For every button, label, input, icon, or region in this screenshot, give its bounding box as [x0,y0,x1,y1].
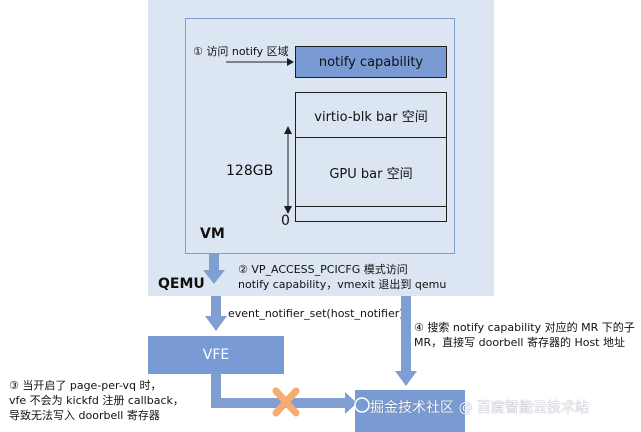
vfe-to-host-path [211,398,346,408]
event-notifier-label: event_notifier_set(host_notifier) [228,307,404,320]
gpu-bar-label: GPU bar 空间 [329,166,413,182]
qemu-label: QEMU [158,276,205,292]
memory-base-block [295,206,447,222]
step3-label-line1: ③ 当开启了 page-per-vq 时， [9,379,162,392]
step1-label: ① 访问 notify 区域 [193,45,289,58]
step3-label-line2: vfe 不会为 kickfd 注册 callback， [9,394,184,407]
gpu-bar-block: GPU bar 空间 [295,137,447,207]
size-arrow-bottom-head [284,206,292,214]
virtio-blk-bar-label: virtio-blk bar 空间 [314,109,428,125]
vm-to-qemu-arrow-head [203,270,225,284]
memory-zero-label: 0 [281,213,290,229]
qemu-to-vfe-arrow-shaft [211,296,221,318]
step4-label-line1: ④ 搜索 notify capability 对应的 MR 下的子 [414,321,635,334]
step2-label-line1: ② VP_ACCESS_PCICFG 模式访问 [238,263,408,276]
notify-capability-label: notify capability [318,54,424,70]
failure-x-icon [272,387,300,417]
step4-arrow-shaft [401,296,411,372]
step4-label-line2: MR，直接写 doorbell 寄存器的 Host 地址 [414,336,625,349]
vfe-block: VFE [148,336,284,374]
qemu-to-vfe-arrow-head [205,316,227,331]
watermark: 掘金技术社区 @ 百度智能云技术站 [370,400,589,416]
vm-to-qemu-arrow-shaft [209,254,219,271]
vfe-down-path [211,374,221,408]
vfe-label: VFE [202,347,230,363]
watermark-logo-icon [354,397,370,413]
vfe-to-host-arrow-head [345,392,357,414]
notify-capability-block: notify capability [295,46,447,78]
step4-arrow-head [395,371,417,386]
host-block [355,390,465,432]
step2-label-line2: notify capability，vmexit 退出到 qemu [238,278,447,291]
virtio-blk-bar-block: virtio-blk bar 空间 [295,92,447,138]
memory-size-label: 128GB [226,163,274,179]
vm-label: VM [200,226,225,242]
size-arrow-top-head [284,126,292,134]
step3-label-line3: 导致无法写入 doorbell 寄存器 [9,409,160,422]
